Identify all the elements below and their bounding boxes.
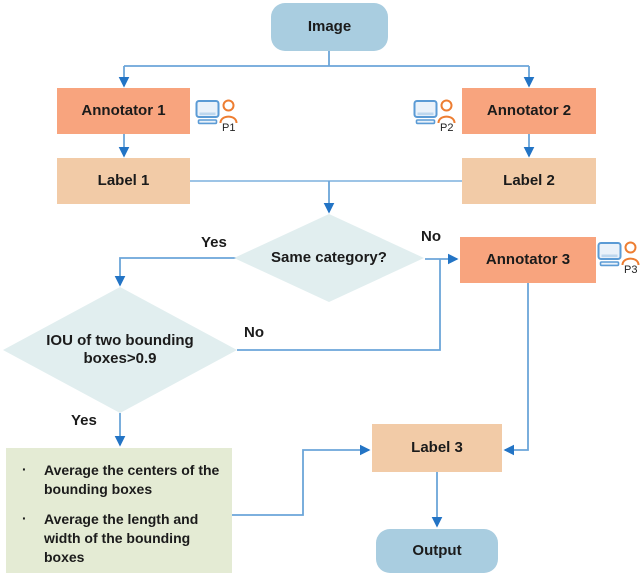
person-label-p2: P2	[440, 122, 454, 134]
node-image: Image	[271, 3, 388, 51]
node-annotator-2: Annotator 2	[462, 88, 596, 134]
process-average-box: Average the centers of the bounding boxe…	[6, 448, 232, 573]
node-label-3: Label 3	[372, 424, 502, 472]
process-bullet-item: Average the length and width of the boun…	[12, 509, 224, 567]
person-label-p3: P3	[624, 264, 638, 276]
decision-iou: IOU of two bounding boxes>0.9	[3, 287, 237, 413]
node-annotator-1: Annotator 1	[57, 88, 190, 134]
decision-iou-label: IOU of two bounding boxes>0.9	[46, 332, 194, 367]
process-bullet-item: Average the centers of the bounding boxe…	[12, 460, 224, 499]
computer-person-icon	[597, 241, 640, 267]
annotator3-workstation: P3	[597, 240, 640, 280]
computer-person-icon	[195, 99, 238, 125]
process-bullet-list: Average the centers of the bounding boxe…	[12, 460, 224, 567]
node-annotator-3: Annotator 3	[460, 237, 596, 283]
node-image-label: Image	[307, 18, 352, 35]
node-output: Output	[376, 529, 498, 573]
edge-label-iou-yes: Yes	[71, 412, 97, 429]
node-annotator-1-label: Annotator 1	[81, 102, 166, 119]
node-label-2-label: Label 2	[503, 172, 555, 189]
decision-same-category: Same category?	[234, 214, 424, 302]
node-output-label: Output	[412, 542, 462, 559]
node-annotator-2-label: Annotator 2	[486, 102, 572, 119]
edge-label-same-no: No	[421, 228, 441, 245]
computer-person-icon	[413, 99, 456, 125]
node-label-1-label: Label 1	[97, 172, 150, 189]
node-annotator-3-label: Annotator 3	[485, 251, 571, 268]
node-label-3-label: Label 3	[411, 439, 463, 456]
annotator2-workstation: P2	[413, 98, 459, 138]
decision-same-category-label: Same category?	[271, 249, 387, 266]
annotator1-workstation: P1	[195, 98, 241, 138]
person-label-p1: P1	[222, 122, 236, 134]
edge-label-same-yes: Yes	[201, 234, 227, 251]
node-label-1: Label 1	[57, 158, 190, 204]
edge-label-iou-no: No	[244, 324, 264, 341]
node-label-2: Label 2	[462, 158, 596, 204]
